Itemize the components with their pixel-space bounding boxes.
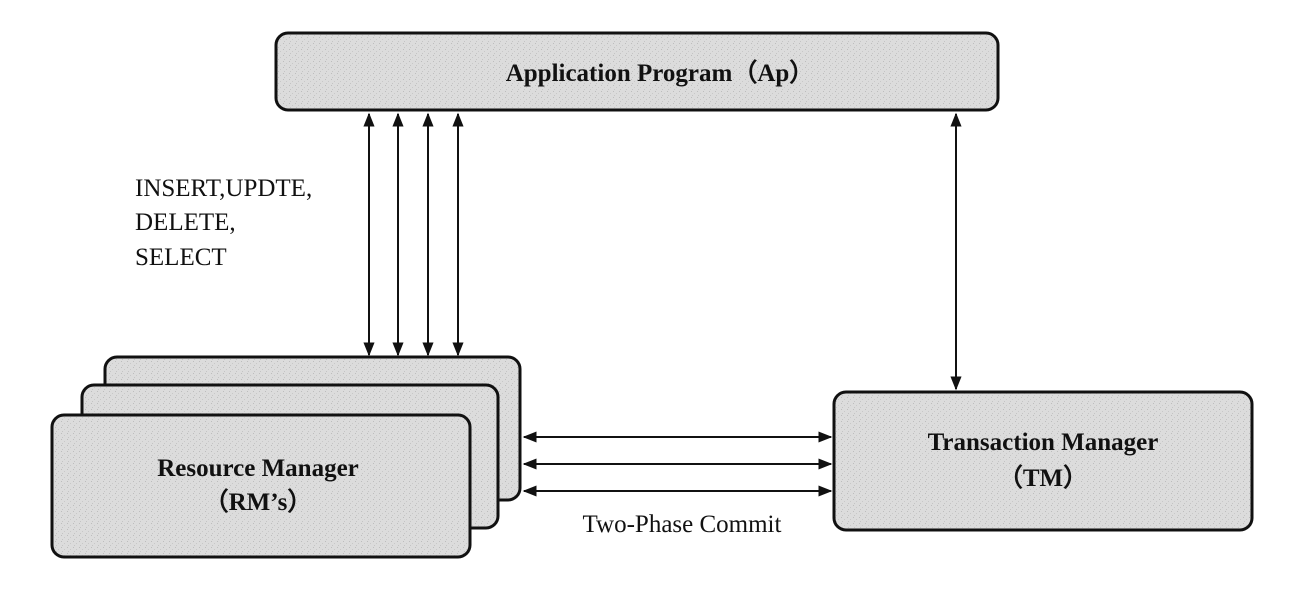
ap-rm-arrows: [363, 112, 464, 357]
transaction-manager-box: Transaction Manager （TM）: [832, 390, 1254, 532]
sql-ops-line-1: INSERT,UPDTE,: [135, 175, 312, 202]
sql-ops-line-3: SELECT: [135, 244, 227, 271]
application-program-box: Application Program（Ap）: [274, 31, 1000, 112]
transaction-manager-label: Transaction Manager: [928, 429, 1159, 456]
rm-tm-arrows: [522, 431, 833, 497]
resource-manager-abbrev: （RM’s）: [204, 487, 313, 516]
transaction-manager-abbrev: （TM）: [998, 463, 1088, 492]
resource-manager-label: Resource Manager: [157, 455, 359, 482]
sql-operations-label: INSERT,UPDTE, DELETE, SELECT: [135, 175, 312, 271]
sql-ops-line-2: DELETE,: [135, 209, 236, 236]
two-phase-commit-label: Two-Phase Commit: [583, 511, 782, 538]
resource-manager-stack: Resource Manager （RM’s）: [50, 355, 522, 559]
resource-manager-box-front: [50, 413, 472, 559]
application-program-label: Application Program（Ap）: [506, 58, 815, 87]
